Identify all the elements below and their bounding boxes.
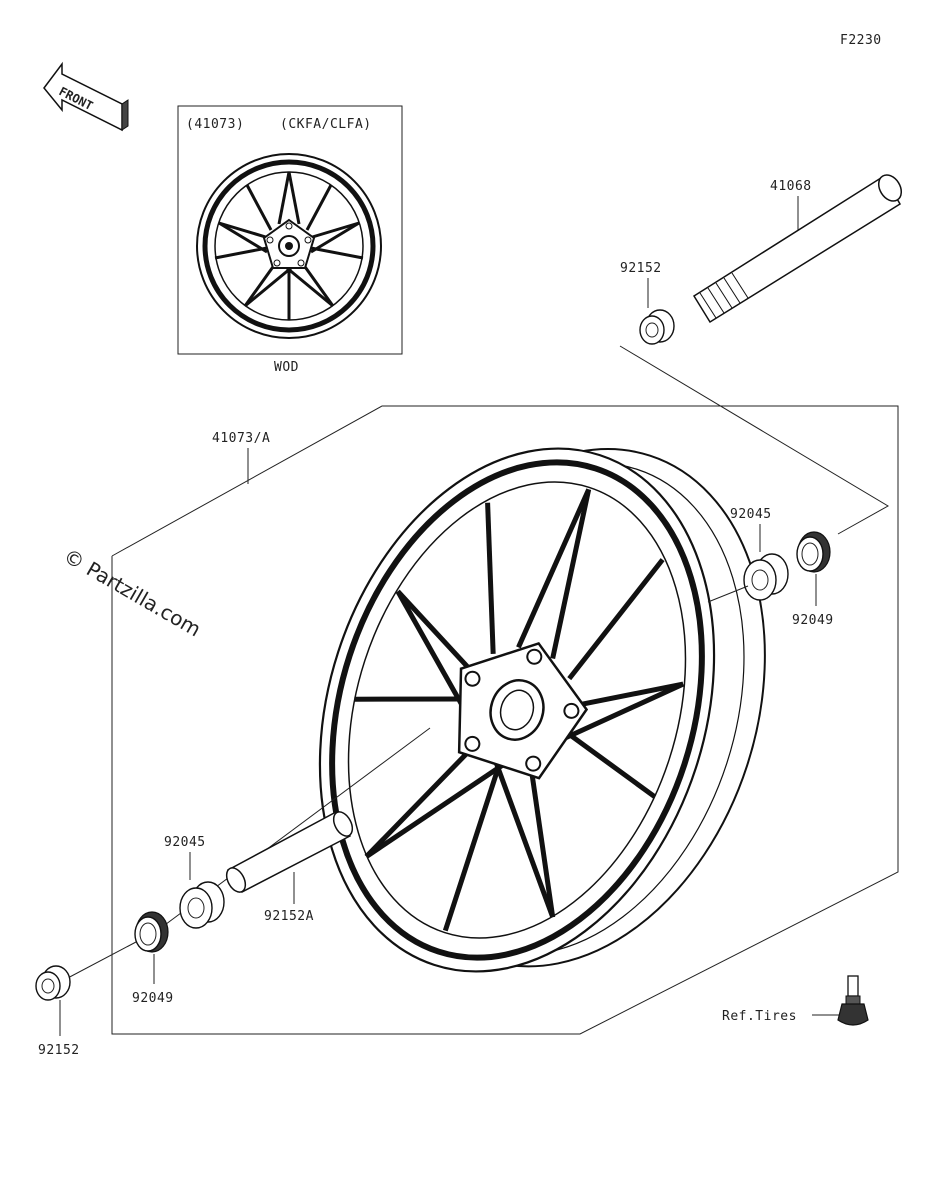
collar-left-part-number: 92152 [38,1043,80,1058]
seal-left-icon [134,911,169,953]
inset-wheel-panel: (41073) (CKFA/CLFA) [177,105,403,375]
axle-icon [692,174,903,324]
front-arrow-icon: FRONT [43,61,129,132]
spacer-part-number: 92152A [264,909,314,924]
collar-top-part-number: 92152 [620,261,662,276]
inset-model-codes: (CKFA/CLFA) [280,117,372,132]
bearing-left-icon [179,881,225,929]
spacer-icon [225,810,354,893]
inset-wheel-icon [196,153,382,339]
axle-part-number: 41068 [770,179,812,194]
inset-caption: WOD [274,360,299,375]
wheel-part-number: 41073/A [212,431,270,446]
figure-code: F2230 [840,33,882,48]
bearing-right-icon [743,553,789,601]
collar-left-icon [35,965,71,1001]
inset-part-number: (41073) [186,117,244,132]
front-wheel-icon [318,447,766,973]
bearing-right-part-number: 92045 [730,507,772,522]
seal-right-icon [796,531,831,573]
seal-right-part-number: 92049 [792,613,834,628]
tire-valve-icon [837,975,869,1026]
collar-top-icon [639,309,675,345]
valve-ref-label: Ref.Tires [722,1009,797,1024]
bearing-left-part-number: 92045 [164,835,206,850]
assembly-frame [111,405,899,1035]
watermark: © Partzilla.com [60,544,206,642]
seal-left-part-number: 92049 [132,991,174,1006]
